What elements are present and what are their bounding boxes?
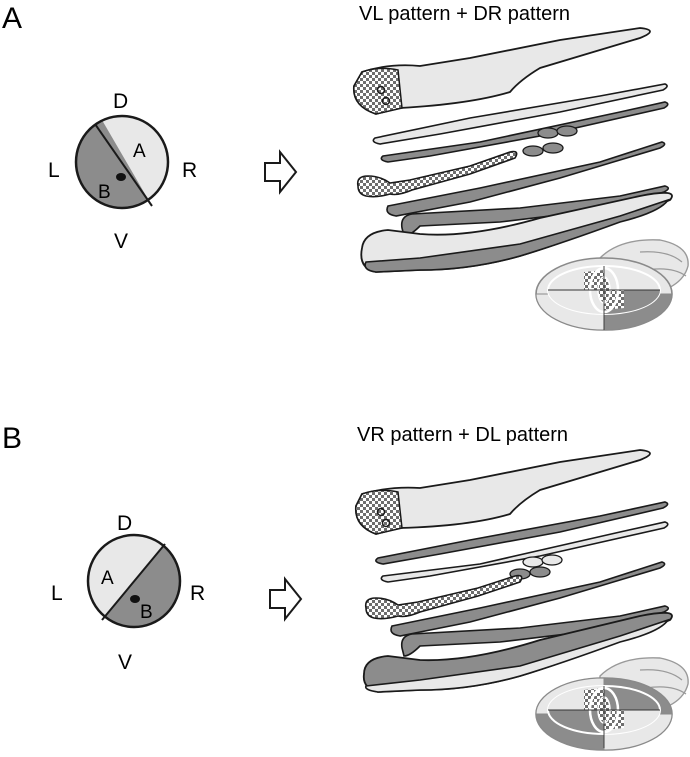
compass-bottom: V [118,651,132,674]
compass-right: R [190,582,205,605]
division-line [101,543,166,621]
layer-3-rod [364,574,523,620]
orientation-circle [74,114,170,210]
light-region [95,116,168,208]
orientation-circle [86,533,182,629]
compass-left: L [51,582,63,605]
region-label-b: B [98,182,111,203]
arrow-icon [269,576,303,622]
panel-letter: A [2,2,22,35]
region-label-a: A [101,568,114,589]
compass-top: D [117,512,132,535]
nucleus-dot [130,595,140,603]
panel-a: A VL pattern + DR pattern A B D V L R [0,0,690,378]
panel-letter: B [2,422,22,455]
panel-title: VL pattern + DR pattern [359,3,570,25]
compass-left: L [48,159,60,182]
compass-right: R [182,159,197,182]
panel-b-figure: B VR pattern + DL pattern A B D V L R [2,422,689,751]
layer-1-head [353,27,651,115]
layer-4-blades [390,561,670,657]
nucleus-dot [116,173,126,181]
layer-1-head [354,449,651,535]
panel-a-figure: A VL pattern + DR pattern A B D V L R [2,2,689,331]
region-label-b: B [140,602,153,623]
layer-2-plates [372,83,669,163]
layer-2-plates [375,501,669,583]
embryo-schematic [535,657,689,751]
region-label-a: A [133,141,146,162]
compass-bottom: V [114,230,128,253]
panel-b: B VR pattern + DL pattern A B D V L R [0,378,690,756]
layer-5-tail [360,191,673,273]
embryo-schematic [535,239,689,331]
arrow-icon [264,149,298,195]
compass-top: D [113,90,128,113]
layer-5-tail [362,611,673,693]
layer-3-rod [356,150,518,198]
division-line [94,123,153,207]
panel-title: VR pattern + DL pattern [357,424,568,446]
ovoid-pieces [522,125,578,157]
